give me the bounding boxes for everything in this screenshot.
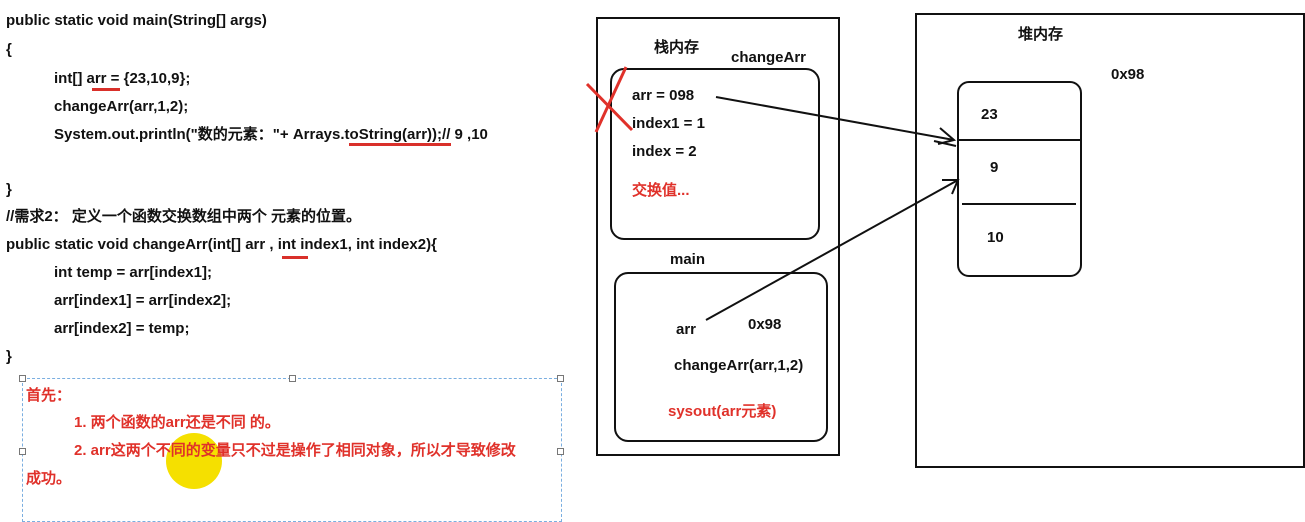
code-line-temp: int temp = arr[index1]; (54, 264, 212, 281)
changearr-frame (610, 68, 820, 240)
cursor-highlight (166, 433, 222, 489)
changearr-arr: arr = 098 (632, 87, 695, 104)
code-text: (arr));// 9 ,10 (402, 126, 488, 143)
main-frame-title: main (670, 251, 706, 268)
note-point-2: 2. arr这两个不同的变量只不过是操作了相同对象，所以才导致修改 (74, 442, 516, 459)
note-point-1: 1. 两个函数的arr还是不同 的。 (74, 414, 280, 431)
underline-mark (92, 88, 120, 91)
code-line-swap2: arr[index2] = temp; (54, 320, 190, 337)
changearr-index1: index1 = 1 (632, 115, 705, 132)
code-var-arr: arr (245, 236, 266, 253)
main-arr: arr (676, 321, 697, 338)
note-point-2-cont: 成功。 (26, 470, 72, 487)
code-line-array-decl: int[] arr = {23,10,9}; (54, 70, 190, 88)
code-text: , int index1, int index2){ (265, 236, 437, 253)
changearr-index2: index = 2 (632, 143, 697, 160)
heap-cell-2: 10 (987, 229, 1004, 246)
code-comment: //需求2： 定义一个函数交换数组中两个 元素的位置。 (6, 208, 362, 225)
note-heading: 首先： (26, 387, 72, 404)
resize-handle[interactable] (19, 448, 26, 455)
code-line-main-signature: public static void main(String[] args) (6, 12, 267, 29)
heap-memory-title: 堆内存 (1018, 26, 1064, 43)
stack-memory-title: 栈内存 (654, 39, 700, 56)
heap-array-address: 0x98 (1111, 66, 1145, 83)
resize-handle[interactable] (557, 448, 564, 455)
heap-cell-0: 23 (981, 106, 998, 123)
resize-handle[interactable] (19, 375, 26, 382)
code-line-final-brace: } (6, 348, 12, 365)
main-call: changeArr(arr,1,2) (674, 357, 804, 374)
code-line-open-brace: { (6, 41, 12, 58)
code-text: public static void changeArr(int[] (6, 236, 246, 253)
underline-mark (349, 143, 451, 146)
resize-handle[interactable] (289, 375, 296, 382)
changearr-swap-note: 交换值... (632, 182, 690, 199)
underline-mark (282, 256, 308, 259)
main-print: sysout(arr元素) (668, 403, 777, 420)
code-text: int[] (54, 70, 87, 87)
code-line-swap1: arr[index1] = arr[index2]; (54, 292, 232, 309)
code-var-arr: arr (86, 70, 107, 87)
cross-mark (585, 66, 634, 133)
heap-cell-1: 9 (990, 159, 999, 176)
resize-handle[interactable] (557, 375, 564, 382)
main-arr-address: 0x98 (748, 316, 782, 333)
code-line-close-brace: } (6, 181, 12, 198)
code-text: System.out.println("数的元素："+ (54, 126, 293, 143)
code-line-changearr-signature: public static void changeArr(int[] arr ,… (6, 236, 437, 254)
code-line-println: System.out.println("数的元素："+ Arrays.toStr… (54, 126, 488, 144)
tick-mark (933, 140, 957, 147)
main-frame (614, 272, 828, 442)
pointer-arrow-changearr (715, 96, 957, 145)
heap-memory-box (915, 13, 1305, 468)
stack-memory-box (596, 17, 840, 456)
changearr-frame-title: changeArr (731, 49, 807, 66)
code-method-tostring: Arrays.toString (292, 126, 403, 143)
pointer-arrow-main (705, 179, 960, 321)
code-line-call: changeArr(arr,1,2); (54, 98, 189, 115)
code-text: = {23,10,9}; (106, 70, 191, 87)
